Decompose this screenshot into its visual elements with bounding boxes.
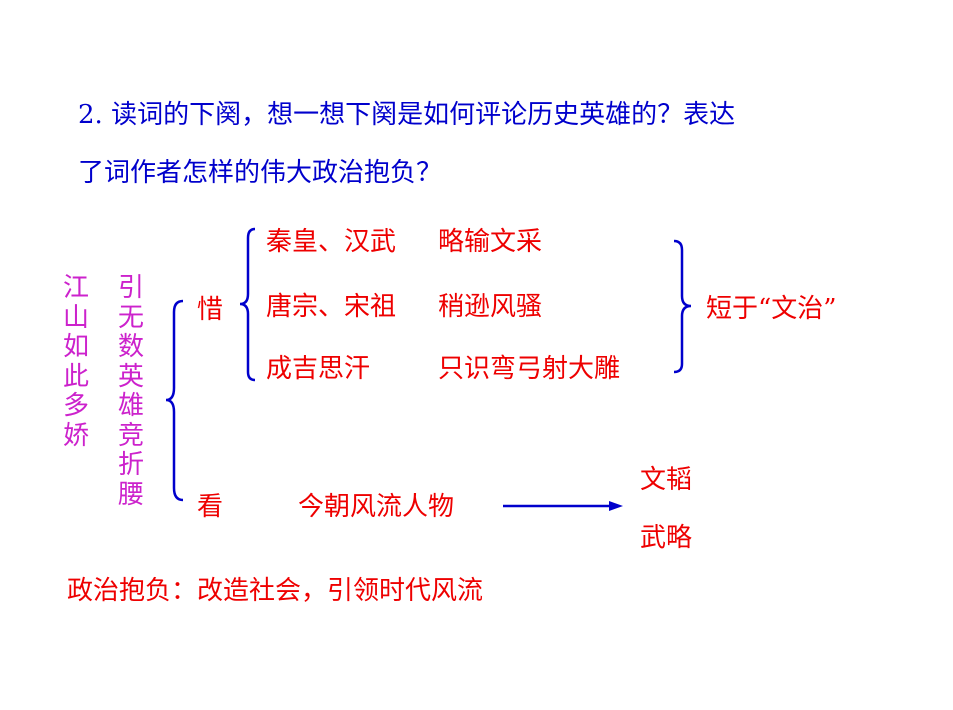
question-line-2: 了词作者怎样的伟大政治抱负？: [78, 158, 443, 188]
arrow-right-icon: [503, 501, 623, 511]
kan-result-wulue: 武略: [640, 523, 693, 553]
question-line-1: 2. 读词的下阕，想一想下阕是如何评论历史英雄的？表达: [78, 100, 736, 130]
xi-comment-1: 略输文采: [438, 227, 543, 257]
xi-emperors-2: 唐宗、宋祖: [266, 292, 397, 322]
brace-right-icon: [673, 239, 692, 374]
xi-emperors-1: 秦皇、汉武: [266, 227, 397, 257]
conclusion: 政治抱负：改造社会，引领时代风流: [67, 576, 484, 606]
kan-item: 今朝风流人物: [298, 492, 455, 522]
vertical-text-jiangshan: 江山如此多娇: [62, 273, 89, 451]
xi-comment-2: 稍逊风骚: [438, 292, 543, 322]
xi-summary: 短于“文治”: [706, 294, 837, 324]
branch-xi: 惜: [197, 295, 224, 325]
branch-kan: 看: [197, 492, 224, 522]
brace-large-icon: [165, 299, 184, 502]
brace-small-icon: [239, 227, 256, 382]
xi-emperors-3: 成吉思汗: [266, 354, 371, 384]
kan-result-wentao: 文韬: [640, 465, 693, 495]
vertical-text-yin-wushu: 引无数英雄竞折腰: [117, 273, 144, 510]
xi-comment-3: 只识弯弓射大雕: [438, 354, 621, 384]
